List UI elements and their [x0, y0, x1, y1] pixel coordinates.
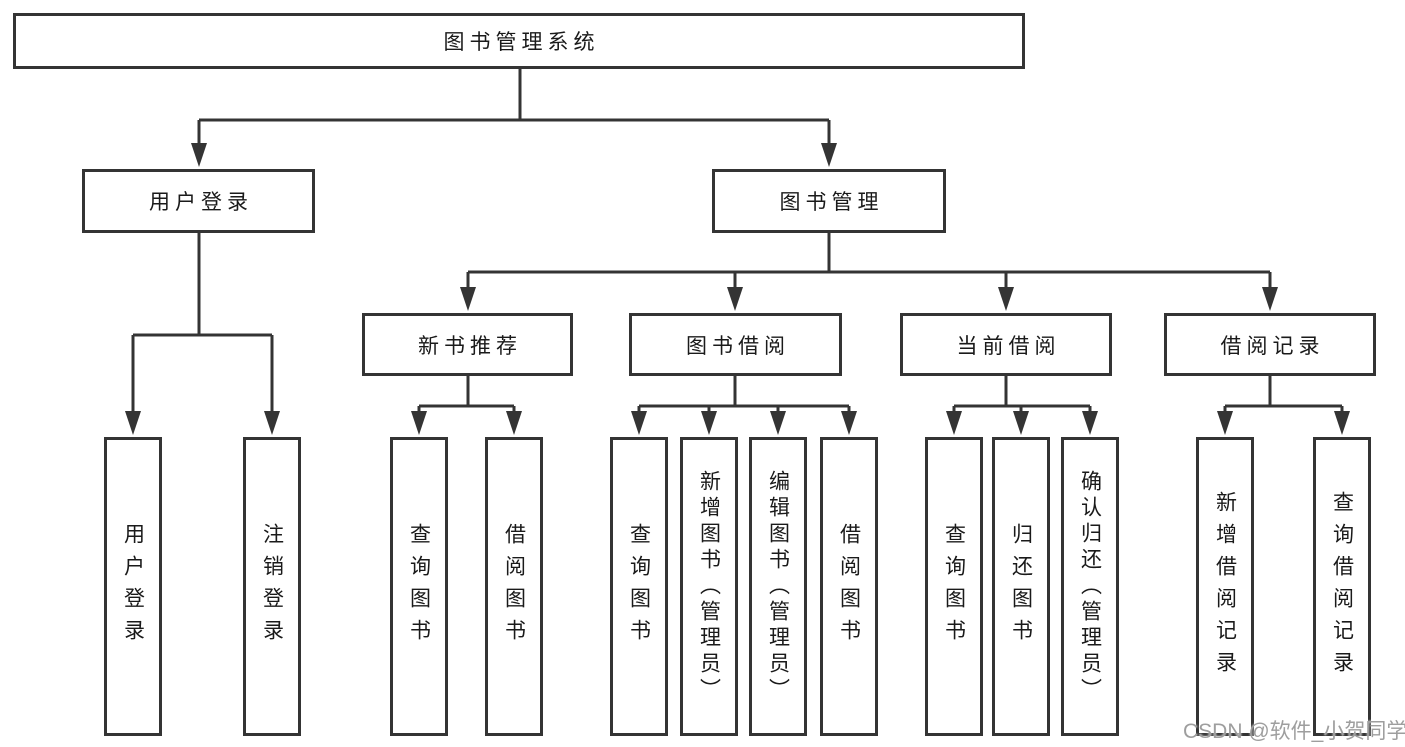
node-user-login-label: 用户登录: [149, 191, 253, 214]
node-current-borrowing: 当前借阅: [900, 313, 1112, 376]
leaf-borrow-books-recommend: 借阅图书: [485, 437, 543, 736]
node-new-book-recommendation-label: 新书推荐: [418, 334, 522, 358]
arrowheads: [125, 143, 1350, 435]
leaf-add-books-admin-label: 新增图书（管理员）: [697, 469, 721, 704]
node-current-borrowing-label: 当前借阅: [956, 334, 1061, 358]
leaf-edit-books-admin-label: 编辑图书（管理员）: [766, 469, 790, 704]
csdn-watermark: CSDN @软件_小贺同学: [1183, 720, 1405, 743]
leaf-logout-login: 注销登录: [243, 437, 301, 736]
leaf-add-borrow-record-label: 新增借阅记录: [1213, 490, 1237, 683]
leaf-query-books-recommend: 查询图书: [390, 437, 448, 736]
leaf-query-books-borrowing: 查询图书: [610, 437, 668, 736]
node-book-borrowing: 图书借阅: [629, 313, 842, 376]
leaf-add-borrow-record: 新增借阅记录: [1196, 437, 1254, 736]
leaf-edit-books-admin: 编辑图书（管理员）: [749, 437, 807, 736]
leaf-confirm-return-admin: 确认归还（管理员）: [1061, 437, 1119, 736]
node-new-book-recommendation: 新书推荐: [362, 313, 573, 376]
leaf-user-login-label: 用户登录: [121, 522, 145, 651]
leaf-query-books-borrowing-label: 查询图书: [627, 522, 651, 651]
node-borrowing-records: 借阅记录: [1164, 313, 1376, 376]
leaf-query-books-recommend-label: 查询图书: [407, 522, 431, 651]
leaf-borrow-books-recommend-label: 借阅图书: [502, 522, 526, 651]
leaf-logout-login-label: 注销登录: [260, 522, 284, 651]
node-book-management: 图书管理: [712, 169, 946, 233]
leaf-borrow-books-borrowing: 借阅图书: [820, 437, 878, 736]
leaf-confirm-return-admin-label: 确认归还（管理员）: [1078, 469, 1102, 704]
leaf-query-borrow-record-label: 查询借阅记录: [1330, 490, 1354, 683]
leaf-query-books-current-label: 查询图书: [942, 522, 966, 651]
leaf-add-books-admin: 新增图书（管理员）: [680, 437, 738, 736]
leaf-borrow-books-borrowing-label: 借阅图书: [837, 522, 861, 651]
leaf-return-books: 归还图书: [992, 437, 1050, 736]
node-book-management-label: 图书管理: [779, 191, 884, 214]
node-library-management-system-label: 图书管理系统: [443, 31, 600, 54]
node-borrowing-records-label: 借阅记录: [1220, 334, 1325, 358]
node-book-borrowing-label: 图书借阅: [686, 334, 790, 358]
node-library-management-system: 图书管理系统: [13, 13, 1025, 69]
leaf-query-books-current: 查询图书: [925, 437, 983, 736]
leaf-user-login: 用户登录: [104, 437, 162, 736]
node-user-login: 用户登录: [82, 169, 315, 233]
leaf-query-borrow-record: 查询借阅记录: [1313, 437, 1371, 736]
leaf-return-books-label: 归还图书: [1009, 522, 1033, 651]
